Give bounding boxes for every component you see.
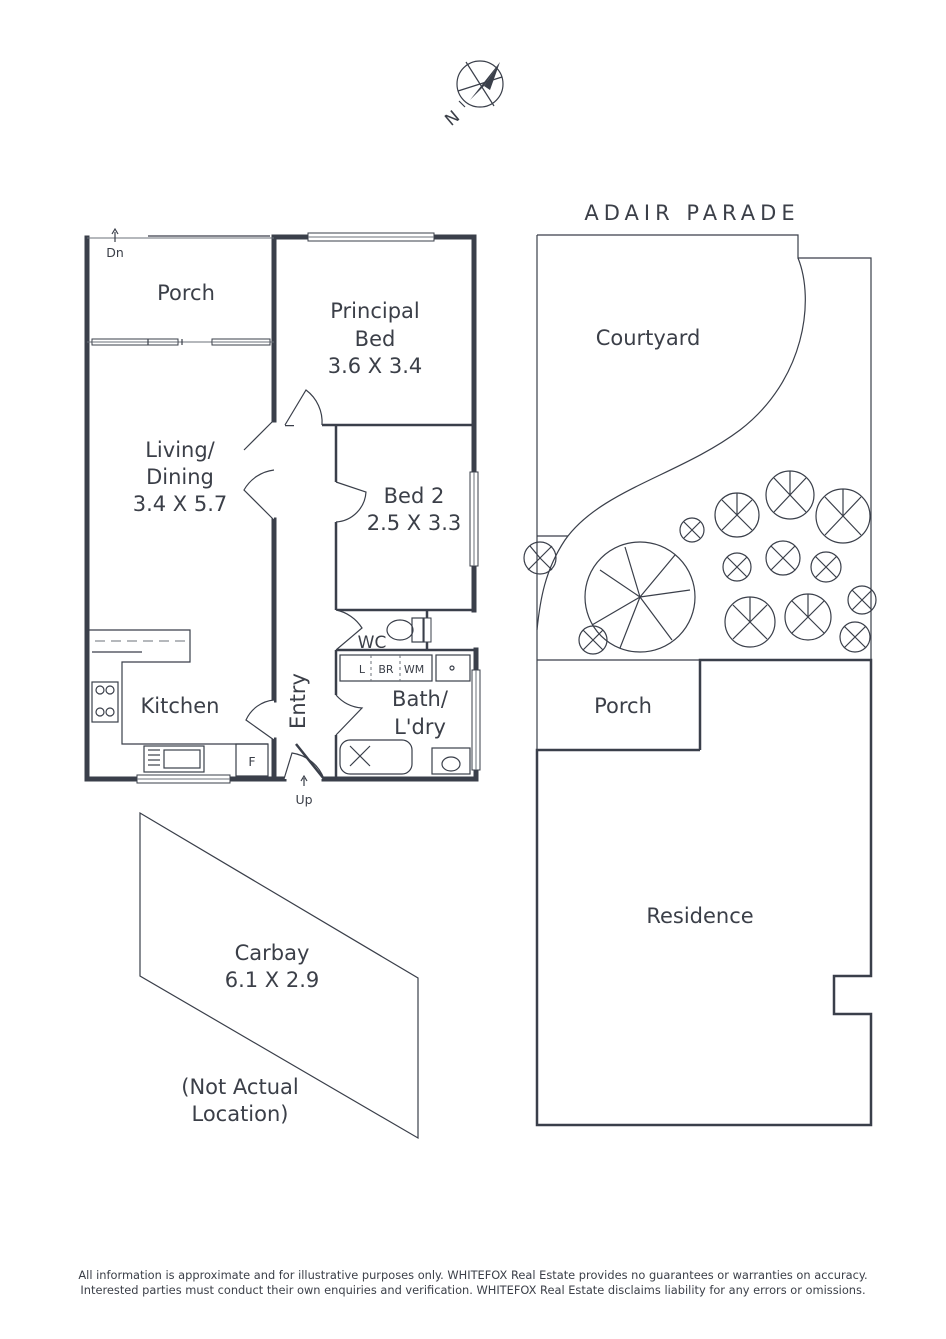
- site-boundary: [536, 234, 872, 750]
- window: [136, 232, 481, 784]
- kitchen-label: Kitchen: [141, 694, 220, 718]
- kitchen-joinery: [89, 629, 269, 777]
- carbay-label: Carbay: [235, 941, 310, 965]
- shrub-icon: [578, 625, 608, 655]
- living-dims: 3.4 X 5.7: [133, 492, 228, 516]
- bath-fixtures: [339, 654, 471, 775]
- shrub-icon: [847, 585, 877, 615]
- principal-bed-dims: 3.6 X 3.4: [328, 354, 423, 378]
- principal-bed-label: Principal: [330, 299, 420, 323]
- stair-arrows: [111, 227, 308, 786]
- shrub-icon: [724, 596, 776, 648]
- living-label: Living/: [145, 438, 215, 462]
- shrub-icon: [810, 551, 842, 583]
- door-swings: [243, 389, 367, 780]
- washer-label: WM: [404, 663, 424, 676]
- courtyard-label: Courtyard: [596, 326, 701, 350]
- fridge-label: F: [248, 754, 255, 769]
- bed2-dims: 2.5 X 3.3: [367, 511, 462, 535]
- shrub-icon: [584, 541, 696, 653]
- street-name: ADAIR PARADE: [584, 201, 799, 225]
- carbay-outline: [139, 811, 419, 1140]
- porch-front-label: Porch: [157, 281, 215, 305]
- site-porch-label: Porch: [594, 694, 652, 718]
- stairs-up-label: Up: [295, 792, 312, 807]
- shrub-icon: [679, 517, 705, 543]
- wc-label: WC: [358, 633, 387, 653]
- carbay-note-2: Location): [191, 1102, 288, 1126]
- carbay-note: (Not Actual: [181, 1075, 298, 1099]
- shrub-icon: [839, 621, 871, 653]
- stairs-down-label: Dn: [106, 245, 124, 260]
- residence-walls: [535, 658, 873, 1127]
- disclaimer-line-1: All information is approximate and for i…: [78, 1268, 868, 1282]
- bed2-label: Bed 2: [384, 484, 445, 508]
- compass-icon: [456, 60, 504, 108]
- principal-bed-label-2: Bed: [355, 327, 396, 351]
- toilet-icon: [386, 617, 425, 643]
- entry-label: Entry: [286, 673, 310, 729]
- living-label-2: Dining: [146, 465, 214, 489]
- north-label: N: [441, 107, 464, 130]
- bath-label: Bath/: [392, 687, 449, 711]
- linen-label: L: [359, 663, 366, 676]
- shrub-icon: [815, 488, 871, 544]
- carbay-dims: 6.1 X 2.9: [225, 968, 320, 992]
- shrub-icon: [784, 593, 832, 641]
- unit-walls: [84, 234, 479, 782]
- sliding-door: [87, 338, 274, 346]
- shrub-icon: [722, 552, 752, 582]
- bath-label-2: L'dry: [394, 715, 446, 739]
- garden-shrubs: [523, 470, 877, 655]
- broom-label: BR: [378, 663, 394, 676]
- shrub-icon: [765, 470, 815, 520]
- shrub-icon: [714, 492, 760, 538]
- shrub-icon: [765, 540, 801, 576]
- residence-label: Residence: [646, 904, 753, 928]
- disclaimer-line-2: Interested parties must conduct their ow…: [80, 1283, 866, 1297]
- shrub-icon: [523, 541, 557, 575]
